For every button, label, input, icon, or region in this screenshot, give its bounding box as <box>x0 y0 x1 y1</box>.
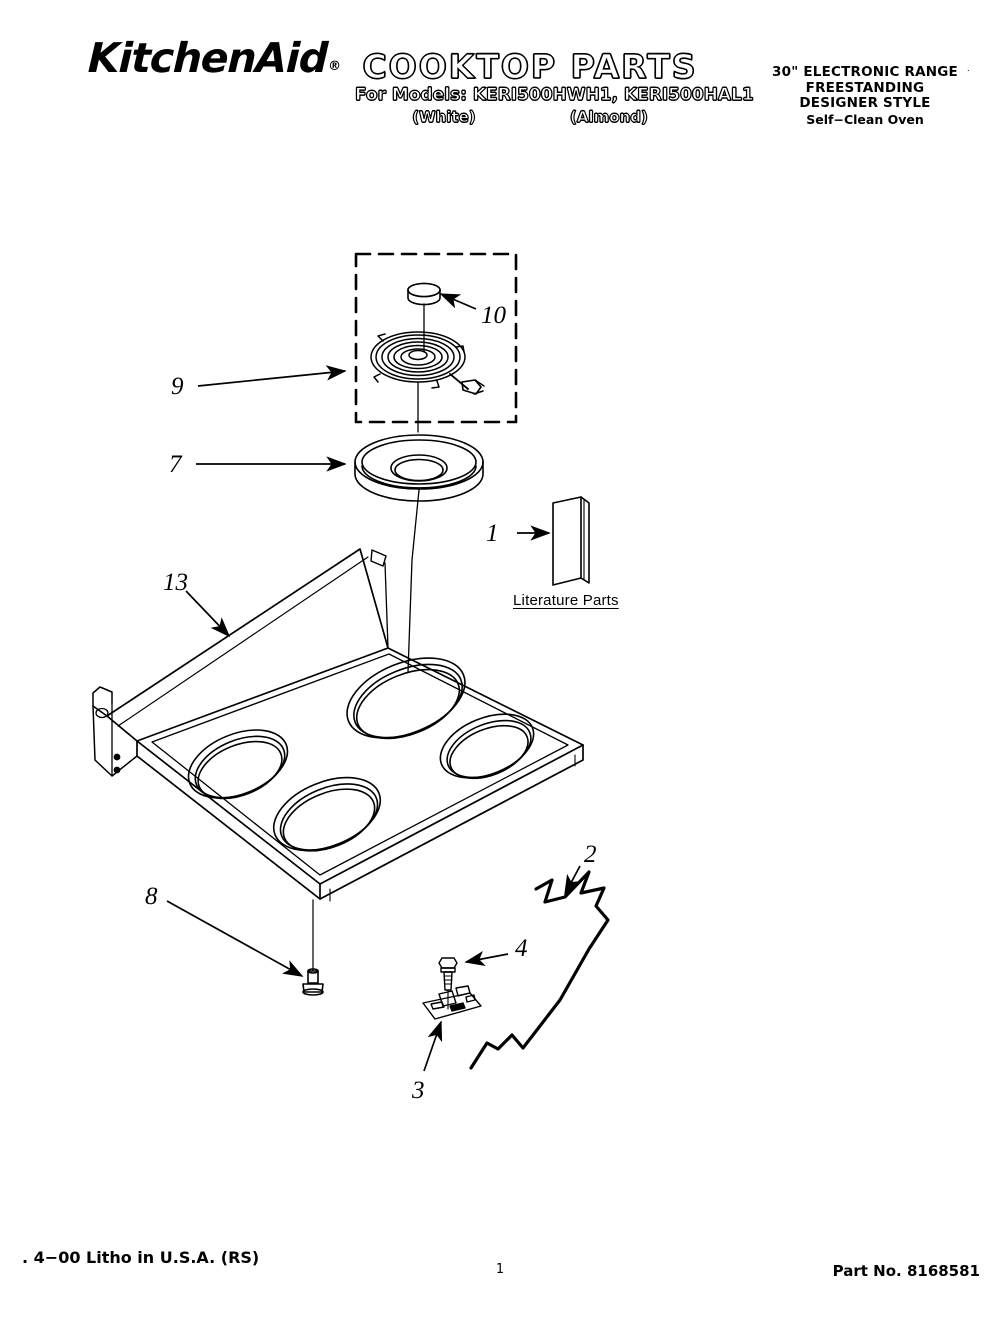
title-block: COOKTOP PARTS For Models: KERI500HWH1, K… <box>355 47 755 127</box>
leader-10 <box>439 293 477 310</box>
callout-9: 9 <box>171 373 184 400</box>
element-cap-part <box>407 282 441 306</box>
surface-element-coil <box>370 331 485 395</box>
burner-opening-front-right <box>439 713 535 780</box>
leader-8 <box>166 900 304 977</box>
callout-13: 13 <box>163 569 188 596</box>
spec-line-style: DESIGNER STYLE <box>799 95 931 111</box>
callout-8: 8 <box>145 883 158 910</box>
callout-3: 3 <box>412 1077 425 1104</box>
drip-pan-axis <box>407 489 420 673</box>
callout-1: 1 <box>486 520 499 547</box>
page-title: COOKTOP PARTS <box>362 47 698 86</box>
leader-13 <box>185 590 231 638</box>
callout-4: 4 <box>515 935 528 962</box>
spec-tick-mark: ˙ <box>967 69 971 81</box>
cooktop-screw-part <box>302 968 324 996</box>
color-variant-white: (White) <box>412 108 476 127</box>
model-list: For Models: KERI500HWH1, KERI500HAL1 <box>355 85 755 106</box>
literature-parts-book <box>552 496 590 586</box>
burner-opening-rear-right <box>346 657 466 740</box>
part-number: Part No. 8168581 <box>832 1262 980 1280</box>
callout-leader-lines <box>166 293 581 1072</box>
appliance-spec-block: 30" ELECTRONIC RANGE FREESTANDING DESIGN… <box>740 64 990 127</box>
hex-screw-part <box>438 957 458 991</box>
color-variant-almond: (Almond) <box>569 108 649 127</box>
leader-9 <box>197 365 347 387</box>
burner-opening-front-left <box>272 776 382 852</box>
literature-parts-caption: Literature Parts <box>513 592 619 609</box>
bracket-plate-part <box>422 985 482 1020</box>
spec-line-freestanding: FREESTANDING <box>805 79 925 96</box>
wire-clip-part <box>469 870 610 1070</box>
callout-7: 7 <box>169 451 182 478</box>
leader-3 <box>423 1020 443 1072</box>
spec-line-oven: Self−Clean Oven <box>806 111 924 127</box>
element-assembly-group-box <box>354 252 518 424</box>
model-color-variants: (White) (Almond) <box>365 108 695 127</box>
burner-opening-rear-left <box>187 729 289 800</box>
drip-pan-bowl-part <box>354 434 484 502</box>
leader-4 <box>464 950 509 967</box>
callout-10: 10 <box>481 302 506 329</box>
cooktop-main-body <box>92 548 584 902</box>
spec-line-range: 30" ELECTRONIC RANGE <box>772 64 958 80</box>
page-number: 1 <box>495 1262 505 1277</box>
leader-2 <box>564 865 581 896</box>
callout-2: 2 <box>584 841 597 868</box>
litho-info: . 4−00 Litho in U.S.A. (RS) <box>22 1248 260 1267</box>
